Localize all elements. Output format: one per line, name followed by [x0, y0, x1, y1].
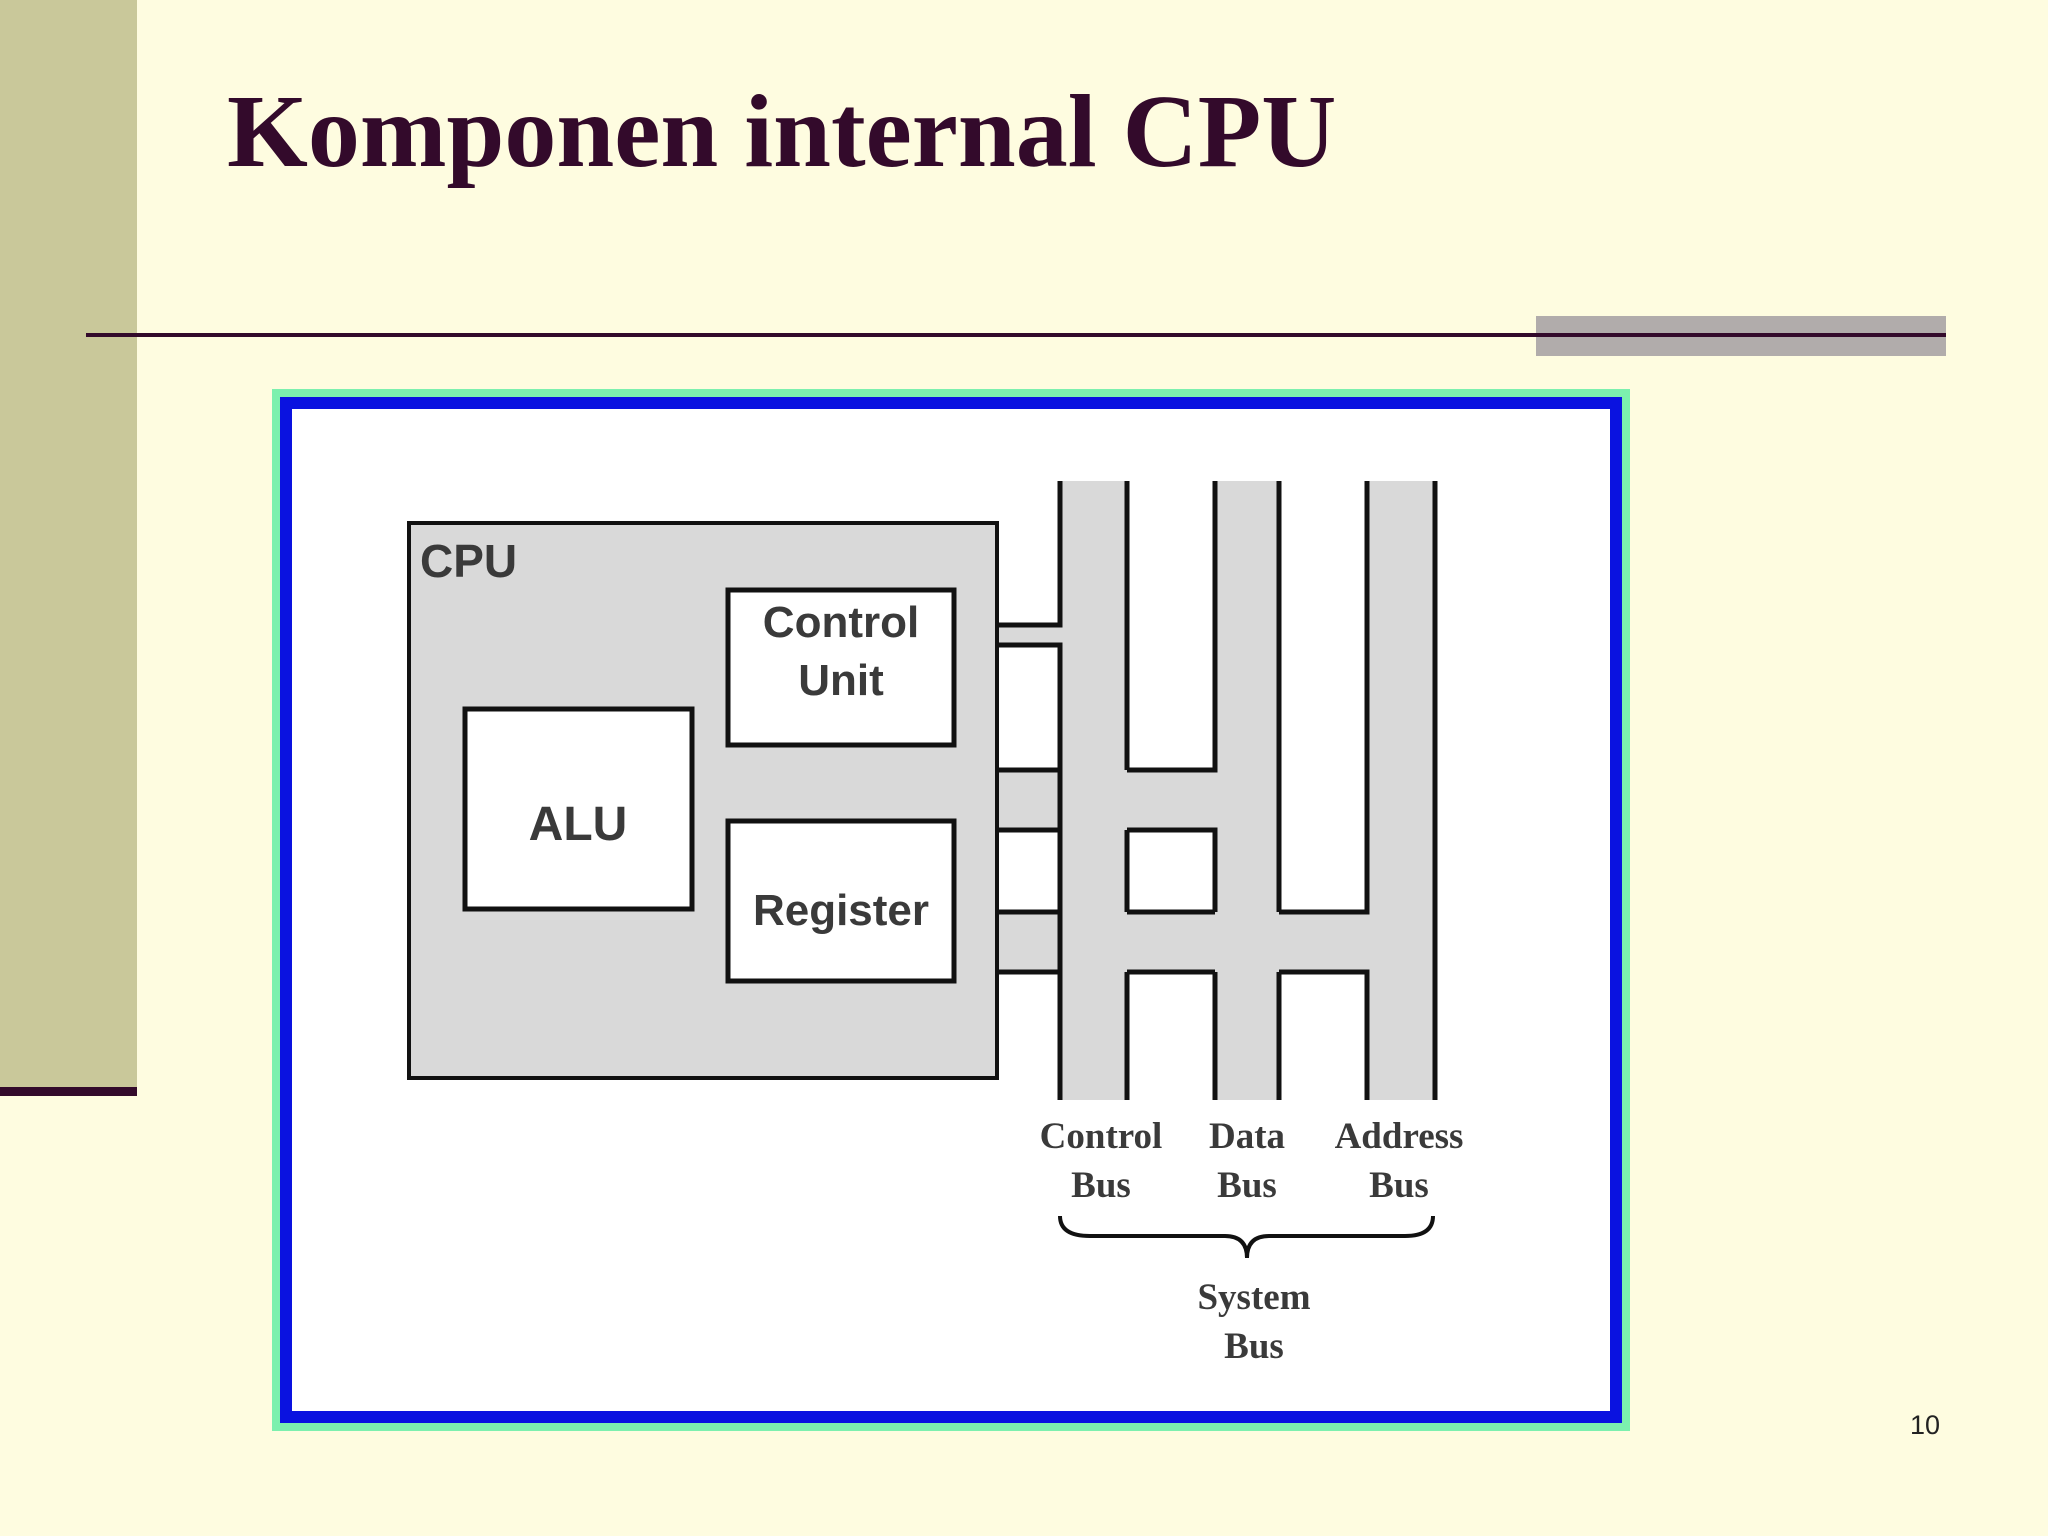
- control-bus-left-top: [997, 481, 1063, 628]
- register-label: Register: [753, 886, 929, 935]
- connector-fill-data-2: [1127, 770, 1215, 830]
- page-number: 10: [1909, 1410, 1940, 1440]
- data-bus-label-line2: Bus: [1217, 1165, 1277, 1206]
- data-bus-column: [1215, 481, 1279, 1100]
- address-bus-left-top: [1279, 481, 1370, 915]
- diagram-frame: CPU Control Unit ALU Register: [272, 389, 1630, 1431]
- left-band-rule: [0, 1087, 137, 1096]
- data-bus-left-mid: [1127, 827, 1218, 912]
- address-bus-label-line2: Bus: [1369, 1165, 1429, 1206]
- left-side-band: [0, 0, 137, 1087]
- control-unit-label-line1: Control: [763, 598, 919, 647]
- control-bus-left-bottom: [997, 642, 1063, 1100]
- system-bus-brace: [1058, 1215, 1435, 1259]
- slide-title: Komponen internal CPU: [227, 74, 1337, 189]
- diagram-canvas: CPU Control Unit ALU Register: [280, 397, 1622, 1423]
- connector-fill-address-3: [1279, 912, 1367, 972]
- connector-fill-data-1: [997, 770, 1060, 830]
- system-bus-label-line1: System: [1197, 1277, 1310, 1318]
- address-bus-column: [1367, 481, 1435, 1100]
- data-bus-label-line1: Data: [1209, 1116, 1285, 1157]
- title-rule: [86, 333, 1946, 337]
- alu-label: ALU: [529, 798, 628, 851]
- connector-fill-control: [997, 625, 1060, 645]
- bus-lines: [997, 481, 1438, 1100]
- control-bus-column: [1060, 481, 1127, 1100]
- address-bus-label-line1: Address: [1335, 1116, 1464, 1157]
- register-box: [725, 818, 957, 984]
- connector-fill-address-1: [997, 912, 1060, 972]
- address-bus-left-bottom: [1279, 969, 1370, 1100]
- control-unit-label-line2: Unit: [798, 656, 884, 705]
- title-rule-accent-line: [1536, 333, 1946, 337]
- cpu-system-bus-diagram: CPU Control Unit ALU Register: [407, 481, 1464, 1367]
- connector-fill-address-2: [1127, 912, 1215, 972]
- system-bus-label-line2: Bus: [1224, 1326, 1284, 1367]
- data-bus-left-top: [1127, 481, 1218, 773]
- control-unit-box: [725, 587, 957, 748]
- control-bus-label-line1: Control: [1040, 1116, 1163, 1157]
- alu-box: [462, 706, 695, 912]
- control-bus-label-line2: Bus: [1071, 1165, 1131, 1206]
- cpu-label: CPU: [420, 535, 517, 587]
